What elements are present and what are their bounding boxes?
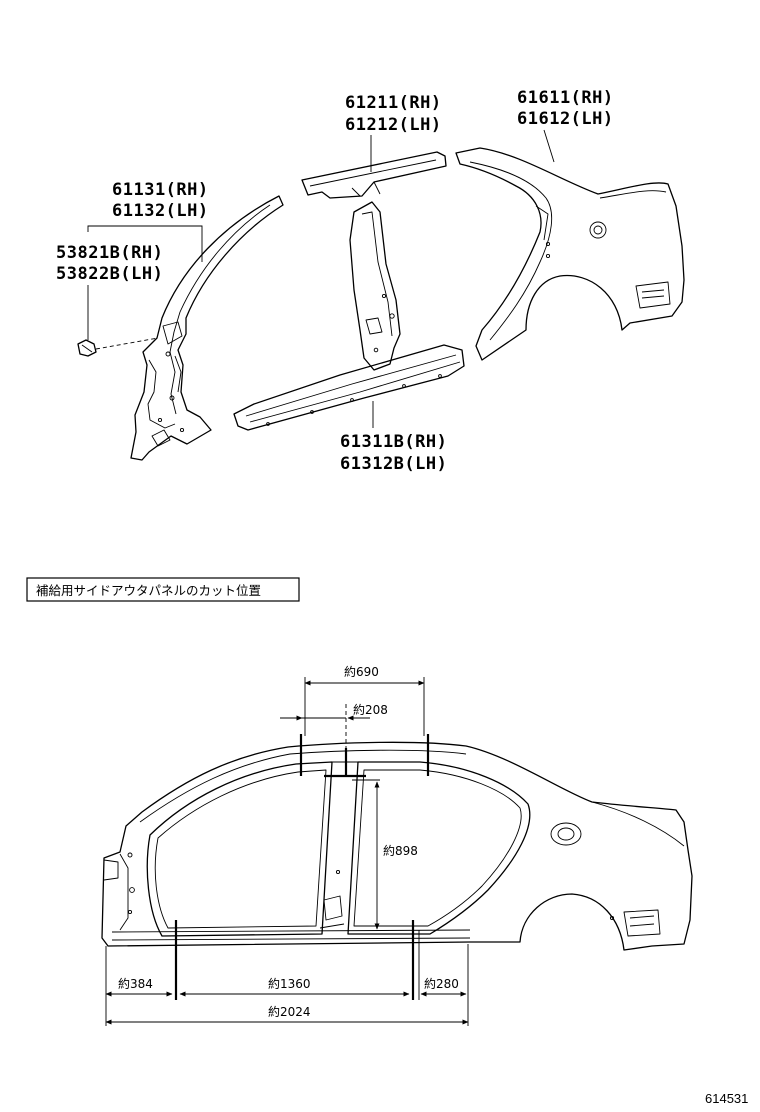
front-pillar-part	[130, 195, 284, 461]
label-roof-side-rail-rh: 61211(RH)	[345, 93, 442, 113]
diagram-reference-number: 614531	[705, 1091, 748, 1106]
cut-position-note: 補給用サイドアウタパネルのカット位置	[26, 577, 300, 602]
quarter-panel-part	[455, 147, 685, 361]
label-quarter-panel-lh: 61612(LH)	[517, 109, 614, 129]
roof-side-rail-part	[301, 151, 447, 199]
cut-markers	[174, 734, 430, 1000]
label-front-pillar-lh: 61132(LH)	[112, 201, 209, 221]
dim-690: 約690	[344, 664, 379, 679]
label-roof-side-rail: 61211(RH) 61212(LH)	[345, 93, 442, 135]
dim-280: 約280	[424, 976, 459, 991]
dimension-labels: 約690 約208 約898 約384 約1360 約280 約2024	[118, 664, 459, 1019]
label-clip-lh: 53822B(LH)	[56, 264, 163, 284]
dim-2024: 約2024	[268, 1004, 311, 1019]
dim-384: 約384	[118, 976, 153, 991]
center-pillar-part	[349, 201, 401, 371]
side-outer-panel-view	[101, 741, 693, 951]
dim-898: 約898	[383, 843, 418, 858]
dimension-lines	[105, 677, 469, 1026]
label-quarter-panel: 61611(RH) 61612(LH)	[517, 88, 614, 129]
cut-position-note-text: 補給用サイドアウタパネルのカット位置	[36, 583, 261, 598]
label-rocker-outer: 61311B(RH) 61312B(LH)	[340, 432, 447, 474]
label-clip-rh: 53821B(RH)	[56, 243, 163, 263]
label-rocker-outer-lh: 61312B(LH)	[340, 454, 447, 474]
label-front-pillar: 61131(RH) 61132(LH)	[112, 180, 209, 221]
label-front-pillar-rh: 61131(RH)	[112, 180, 209, 200]
dim-208: 約208	[353, 702, 388, 717]
label-quarter-panel-rh: 61611(RH)	[517, 88, 614, 108]
label-roof-side-rail-lh: 61212(LH)	[345, 115, 442, 135]
label-rocker-outer-rh: 61311B(RH)	[340, 432, 447, 452]
clip-part	[77, 337, 159, 357]
label-clip: 53821B(RH) 53822B(LH)	[56, 243, 163, 284]
rocker-outer-part	[233, 344, 465, 431]
dim-1360: 約1360	[268, 976, 311, 991]
